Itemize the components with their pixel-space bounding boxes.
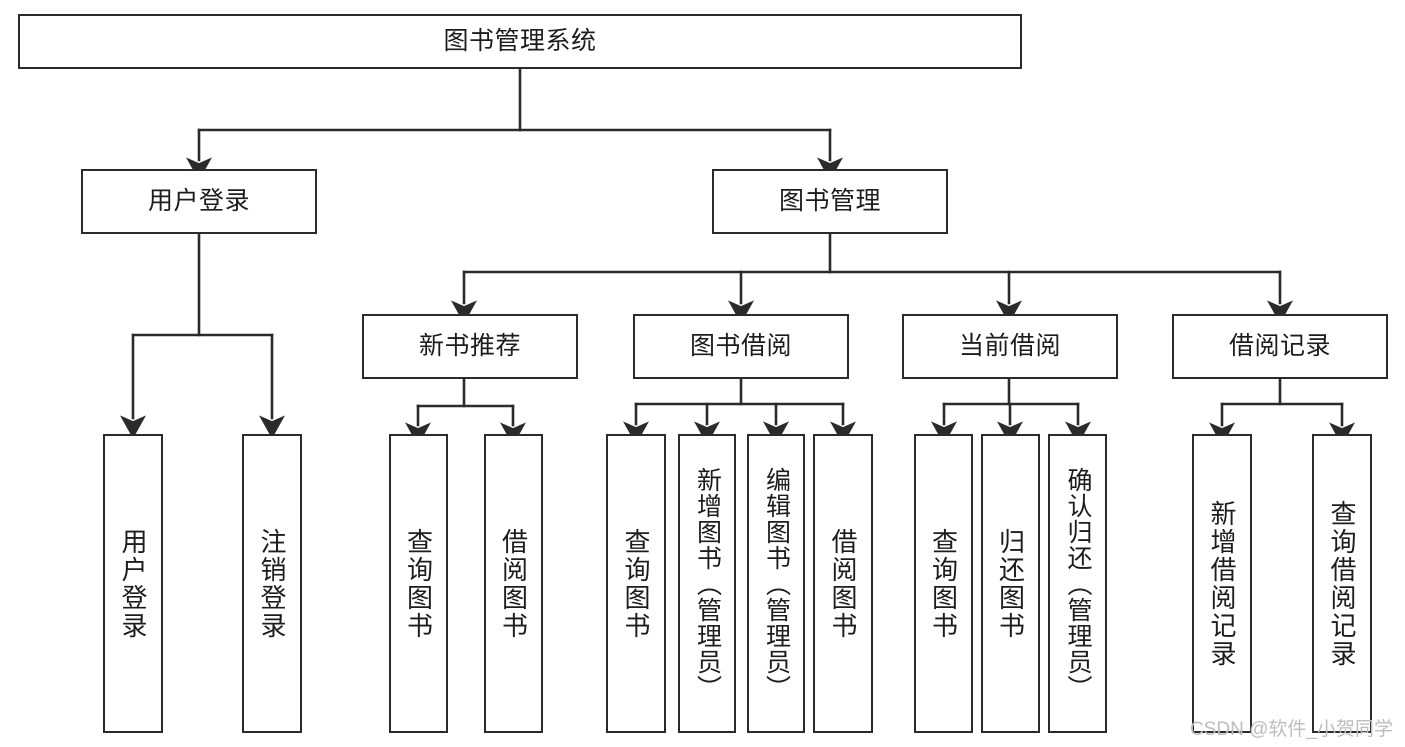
leaf-book-borrow-add-admin[interactable]: 新增图书（管理员） [678,434,736,733]
leaf-new-book-query[interactable]: 查询图书 [389,434,448,733]
leaf-book-borrow-query[interactable]: 查询图书 [606,434,666,733]
node-root-book-management-system[interactable]: 图书管理系统 [18,14,1022,69]
leaf-borrow-record-query[interactable]: 查询借阅记录 [1312,434,1372,733]
node-label: 查询借阅记录 [1327,499,1357,668]
node-label: 用户登录 [147,186,250,215]
node-label: 新书推荐 [418,331,521,360]
node-user-login[interactable]: 用户登录 [81,169,317,234]
leaf-current-borrow-query[interactable]: 查询图书 [914,434,973,733]
node-new-book-recommendation[interactable]: 新书推荐 [362,314,578,379]
leaf-book-borrow-borrow[interactable]: 借阅图书 [813,434,873,733]
node-label: 查询图书 [621,527,651,640]
node-label: 查询图书 [403,527,434,640]
leaf-borrow-record-add[interactable]: 新增借阅记录 [1192,434,1252,733]
leaf-user-login-signout[interactable]: 注销登录 [242,434,302,733]
node-book-management[interactable]: 图书管理 [712,169,948,234]
node-borrow-record[interactable]: 借阅记录 [1172,314,1388,379]
node-label: 确认归还（管理员） [1064,466,1092,701]
node-label: 图书借阅 [689,331,792,360]
node-label: 编辑图书（管理员） [762,466,791,701]
node-label: 图书管理 [778,186,881,215]
leaf-current-borrow-confirm-admin[interactable]: 确认归还（管理员） [1048,434,1107,733]
node-label: 用户登录 [118,527,148,640]
node-label: 借阅图书 [828,527,858,640]
node-book-borrow[interactable]: 图书借阅 [633,314,849,379]
leaf-user-login-signin[interactable]: 用户登录 [103,434,163,733]
node-label: 借阅图书 [498,527,529,640]
node-label: 归还图书 [995,527,1026,640]
node-label: 新增借阅记录 [1207,499,1237,668]
node-label: 当前借阅 [958,331,1061,360]
leaf-new-book-borrow[interactable]: 借阅图书 [484,434,543,733]
node-label: 注销登录 [257,527,287,640]
node-current-borrow[interactable]: 当前借阅 [902,314,1118,379]
csdn-watermark: CSDN @软件_小贺同学 [1190,719,1393,740]
node-label: 新增图书（管理员） [693,466,722,701]
leaf-book-borrow-edit-admin[interactable]: 编辑图书（管理员） [747,434,805,733]
node-label: 借阅记录 [1228,331,1331,360]
node-label: 图书管理系统 [443,26,597,55]
leaf-current-borrow-return[interactable]: 归还图书 [981,434,1040,733]
node-label: 查询图书 [928,527,959,640]
